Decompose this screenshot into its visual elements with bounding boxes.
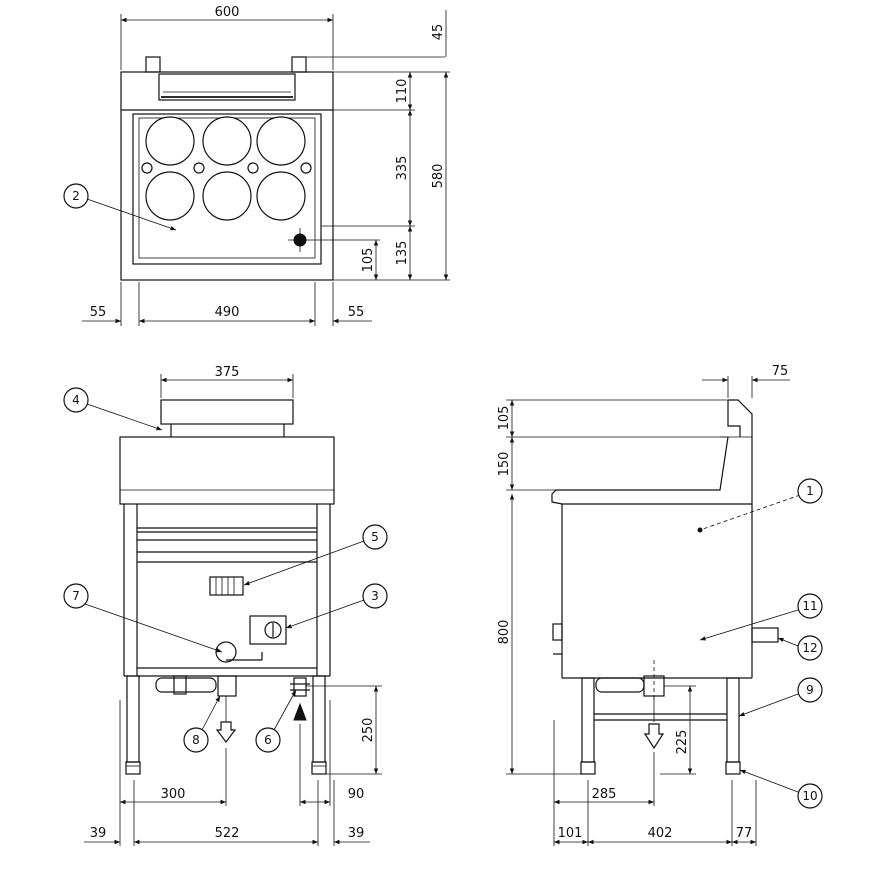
dim-front-pipe-height: 250 — [361, 718, 376, 743]
callouts: 2 4 5 3 7 8 6 1 11 12 — [63, 183, 823, 809]
dim-side-rear-leg: 77 — [736, 826, 753, 841]
callout-4-label: 4 — [72, 393, 80, 407]
front-view: 375 250 300 90 39 522 39 — [84, 365, 382, 846]
dim-side-front-leg: 101 — [558, 826, 583, 841]
callout-5 — [362, 524, 388, 550]
callout-9-label: 9 — [806, 683, 814, 697]
dim-top-left-margin: 55 — [90, 305, 107, 320]
callout-2 — [63, 183, 89, 209]
callout-5-label: 5 — [371, 530, 379, 544]
dim-top-rear-height: 45 — [431, 24, 446, 41]
dim-side-h1: 105 — [497, 406, 512, 431]
callout-3-label: 3 — [371, 589, 379, 603]
dim-top-section-b: 335 — [395, 156, 410, 181]
dim-side-total-height: 800 — [497, 620, 512, 645]
callout-6-label: 6 — [264, 733, 272, 747]
dim-top-section-c: 135 — [395, 241, 410, 266]
callout-12 — [797, 635, 823, 661]
callout-1-label: 1 — [806, 484, 814, 498]
callout-8-label: 8 — [192, 733, 200, 747]
dim-top-drain-offset: 105 — [361, 248, 376, 273]
dim-side-drain-height: 225 — [675, 730, 690, 755]
dim-side-h2: 150 — [497, 452, 512, 477]
callout-9 — [797, 677, 823, 703]
callout-8 — [183, 727, 209, 753]
dim-top-depth: 580 — [431, 164, 446, 189]
callout-11-label: 11 — [802, 599, 817, 613]
dim-front-leg-span: 522 — [215, 826, 240, 841]
callout-4 — [63, 387, 89, 413]
callout-2-label: 2 — [72, 189, 80, 203]
dim-side-drain-x: 285 — [592, 787, 617, 802]
side-view: 75 105 150 800 225 285 101 402 77 — [497, 364, 790, 846]
dim-front-drain-x: 300 — [161, 787, 186, 802]
callout-12-label: 12 — [802, 641, 817, 655]
top-view: 600 45 580 110 335 135 105 55 490 55 — [82, 5, 450, 326]
callout-10 — [797, 783, 823, 809]
callout-11 — [797, 593, 823, 619]
dim-top-width: 600 — [215, 5, 240, 20]
dim-top-right-margin: 55 — [348, 305, 365, 320]
callout-1 — [797, 478, 823, 504]
callout-3 — [362, 583, 388, 609]
dim-top-section-a: 110 — [395, 79, 410, 104]
callout-6 — [255, 727, 281, 753]
callout-7-label: 7 — [72, 589, 80, 603]
dim-front-top-width: 375 — [215, 365, 240, 380]
dim-front-gas-x: 90 — [348, 787, 365, 802]
dim-top-inner-width: 490 — [215, 305, 240, 320]
dim-front-right-leg: 39 — [348, 826, 365, 841]
dim-side-top-offset: 75 — [772, 364, 789, 379]
dim-side-leg-span: 402 — [648, 826, 673, 841]
dim-front-left-leg: 39 — [90, 826, 107, 841]
callout-7 — [63, 583, 89, 609]
callout-10-label: 10 — [802, 789, 817, 803]
